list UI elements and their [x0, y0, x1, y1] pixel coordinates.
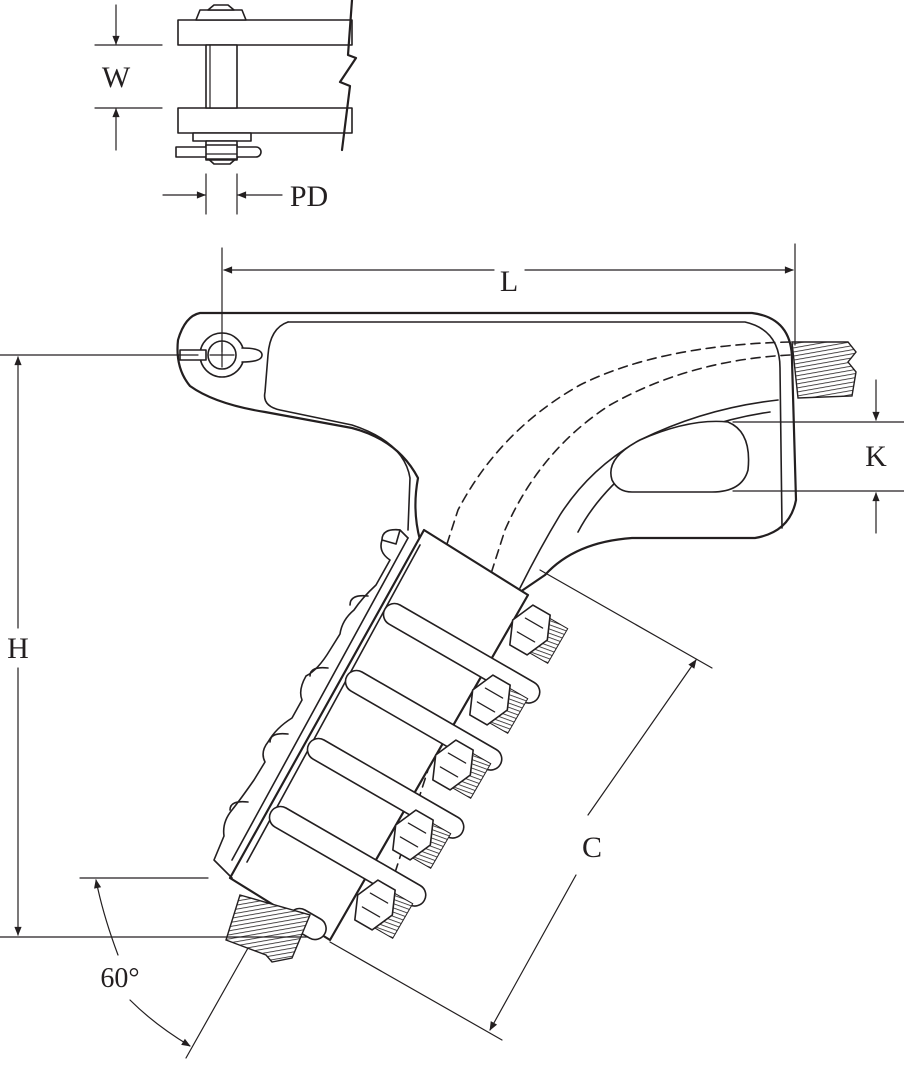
pin-detail-view: [94, 0, 358, 215]
conductor-end: [225, 894, 311, 963]
label-k: K: [865, 440, 887, 473]
dimension-h: [0, 354, 309, 938]
dimension-l: [221, 243, 796, 353]
label-w: W: [102, 61, 131, 94]
label-pd: PD: [290, 180, 328, 213]
jumper-conductor: [791, 341, 857, 399]
dimension-angle: [79, 877, 249, 1059]
clamp-body: [176, 311, 798, 883]
label-h: H: [7, 632, 29, 665]
dimension-c: [329, 569, 713, 1041]
dimension-k: [732, 379, 904, 534]
label-c: C: [582, 831, 602, 864]
clevis-pin: [179, 332, 263, 378]
label-angle: 60°: [100, 963, 139, 994]
label-l: L: [500, 265, 518, 298]
